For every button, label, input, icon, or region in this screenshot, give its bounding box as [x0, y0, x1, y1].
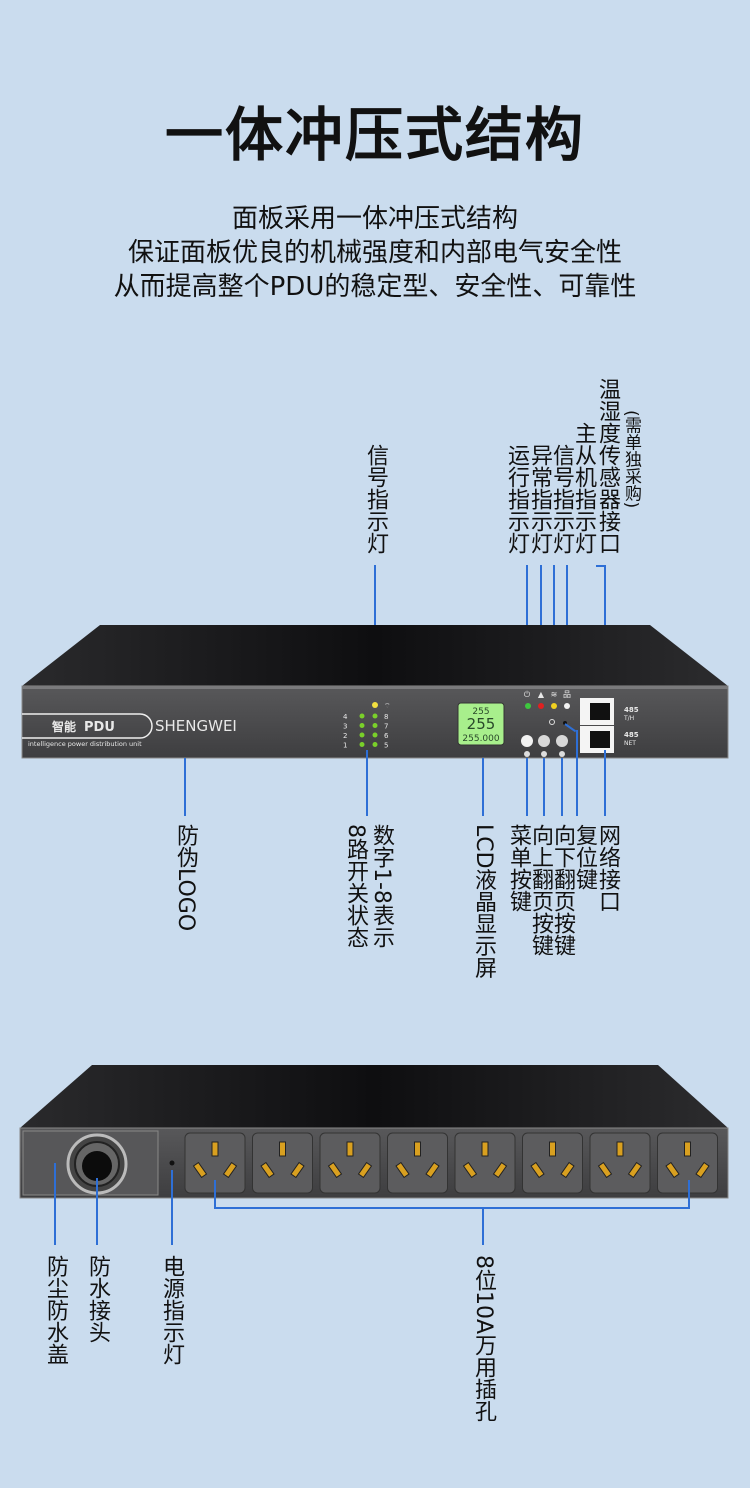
callout-bracket	[214, 1207, 690, 1209]
callout-line	[482, 758, 484, 816]
switch-led	[359, 742, 365, 747]
subtitle-line-1: 面板采用一体冲压式结构	[231, 204, 518, 234]
signal-led	[372, 702, 378, 708]
callout-line	[171, 1170, 173, 1245]
callout-line	[604, 750, 606, 816]
run-icon: ⏻	[524, 690, 531, 699]
front-panel-pdu: 智能 PDU SHENGWEI intelligence power distr…	[21, 625, 729, 759]
wifi-icon: ⌔	[384, 702, 391, 710]
callout-line	[543, 758, 545, 816]
socket	[319, 1132, 381, 1194]
switch-number: 8	[384, 713, 388, 721]
switch-number: 2	[343, 732, 347, 740]
port-label: NET	[624, 740, 636, 747]
label-power-light: 电源指示灯	[159, 1255, 184, 1365]
label-lcd: LCD液晶显示屏	[471, 824, 496, 979]
label-reset-key: 复位键	[572, 824, 597, 890]
callout-line	[366, 750, 368, 816]
callout-line	[596, 565, 606, 567]
port-label: 485	[624, 706, 639, 714]
label-alarm-light: 异常指示灯	[527, 444, 552, 554]
callout-line	[576, 730, 578, 816]
brand-logo: SHENGWEI	[155, 717, 237, 735]
switch-led	[359, 732, 365, 738]
label-logo: 防伪LOGO	[173, 824, 198, 932]
callout-line	[96, 1178, 98, 1245]
label-switch-status-1: 数字1-8表示	[369, 824, 394, 948]
label-up-key: 向上翻页按键	[528, 824, 553, 956]
switch-led	[372, 713, 378, 719]
switch-led	[359, 713, 365, 719]
lcd-line-3: 255.000	[462, 734, 499, 744]
switch-number: 7	[384, 723, 388, 731]
run-led	[525, 703, 531, 709]
signal-icon: ≋	[551, 690, 558, 699]
switch-number: 6	[384, 732, 389, 740]
subtitle-line-2: 保证面板优良的机械强度和内部电气安全性	[127, 238, 622, 268]
brand-cn: 智能	[51, 719, 76, 734]
callout-line	[526, 758, 528, 816]
brand-tagline: intelligence power distribution unit	[28, 740, 142, 748]
label-network-port: 网络接口	[595, 824, 620, 912]
socket	[252, 1132, 313, 1194]
power-led	[169, 1160, 175, 1166]
alarm-led	[538, 703, 544, 709]
label-signal-light-2: 信号指示灯	[549, 444, 574, 554]
subtitle-line-3: 从而提高整个PDU的稳定型、安全性、可靠性	[113, 272, 637, 302]
lcd-line-1: 255	[472, 707, 489, 717]
reset-icon	[549, 719, 555, 725]
callout-line	[54, 1163, 56, 1245]
label-dust-cover: 防尘防水盖	[43, 1255, 68, 1365]
switch-led	[372, 732, 378, 738]
master-slave-led	[564, 703, 570, 709]
switch-number: 4	[343, 713, 348, 721]
switch-number: 5	[384, 742, 388, 750]
socket	[454, 1132, 516, 1194]
switch-number: 3	[343, 723, 347, 731]
socket	[184, 1132, 246, 1194]
up-button[interactable]	[538, 735, 550, 747]
callout-line	[482, 1207, 484, 1245]
label-th-port-note: (需单独采购)	[621, 410, 641, 509]
rear-panel-pdu	[19, 1065, 729, 1199]
label-switch-status-2: 8路开关状态	[343, 824, 368, 948]
label-waterproof-connector: 防水接头	[85, 1255, 110, 1343]
signal-led-2	[551, 703, 557, 709]
port-label: 485	[624, 731, 639, 739]
lcd-line-2: 255	[467, 715, 496, 733]
brand-pdu: PDU	[84, 720, 115, 735]
socket	[387, 1132, 448, 1194]
switch-led	[359, 723, 365, 728]
socket	[522, 1132, 583, 1194]
callout-line	[214, 1180, 216, 1208]
down-button[interactable]	[556, 735, 568, 747]
label-down-key: 向下翻页按键	[550, 824, 575, 956]
switch-led	[372, 723, 378, 728]
lcd-screen	[457, 702, 505, 746]
callout-line	[184, 758, 186, 816]
menu-button[interactable]	[521, 735, 533, 747]
socket	[589, 1132, 651, 1194]
label-run-light: 运行指示灯	[504, 444, 529, 554]
callout-line	[561, 758, 563, 816]
label-signal-light: 信号指示灯	[363, 444, 388, 554]
label-sockets: 8位10A万用插孔	[471, 1255, 496, 1423]
page-title: 一体冲压式结构	[164, 101, 585, 169]
label-master-slave-light: 主从机指示灯	[571, 422, 596, 554]
callout-line	[688, 1180, 690, 1208]
switch-number: 1	[343, 742, 347, 750]
port-label: T/H	[623, 715, 634, 722]
alarm-icon: ▲	[538, 690, 545, 699]
label-th-port: 温湿度传感器接口	[595, 378, 620, 554]
network-icon: 品	[563, 690, 571, 699]
switch-led	[372, 742, 378, 747]
label-menu-key: 菜单按键	[506, 824, 531, 912]
socket	[657, 1132, 718, 1194]
